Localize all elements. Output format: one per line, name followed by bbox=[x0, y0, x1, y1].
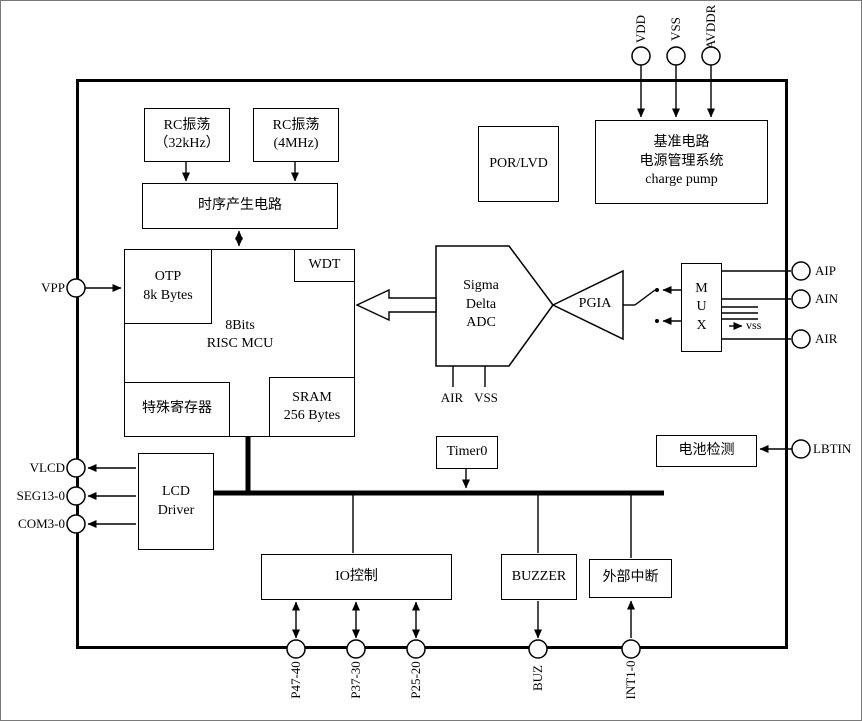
timer0-block: Timer0 bbox=[436, 436, 498, 469]
rc-osc-4m-line1: RC振荡 bbox=[272, 117, 320, 133]
otp-line2: 8k Bytes bbox=[143, 287, 193, 303]
pin-seg13-0 bbox=[66, 486, 86, 506]
avddr-pin-label: AVDDR bbox=[703, 4, 718, 50]
sram-block: SRAM 256 Bytes bbox=[269, 377, 355, 437]
aip-pin-label: AIP bbox=[815, 263, 836, 278]
lcd-driver-line2: Driver bbox=[157, 502, 195, 518]
lcd-driver-line1: LCD bbox=[162, 484, 190, 500]
rc-osc-32k-line2: （32kHz） bbox=[154, 136, 220, 151]
adc-shape bbox=[435, 245, 554, 367]
pin-vlcd bbox=[66, 458, 86, 478]
buzzer-block: BUZZER bbox=[501, 554, 577, 600]
lcd-driver-block: LCD Driver bbox=[138, 453, 214, 550]
pin-avddr bbox=[701, 46, 721, 66]
pin-ain bbox=[791, 289, 811, 309]
power-mgmt-line1: 基准电路 bbox=[653, 135, 710, 151]
power-mgmt-block: 基准电路 电源管理系统 charge pump bbox=[595, 120, 768, 204]
adc-vss-label: VSS bbox=[474, 390, 498, 405]
seg13-0-pin-label: SEG13-0 bbox=[16, 488, 65, 503]
rc-osc-4m-block: RC振荡 (4MHz) bbox=[253, 108, 339, 162]
chip-boundary bbox=[76, 79, 788, 649]
otp-block: OTP 8k Bytes bbox=[124, 249, 212, 324]
risc-mcu-line2: RISC MCU bbox=[206, 336, 274, 351]
p25-20-pin-label: P25-20 bbox=[408, 661, 423, 699]
pin-int1-0 bbox=[621, 639, 641, 659]
pgia-shape bbox=[551, 269, 624, 341]
por-lvd-block: POR/LVD bbox=[478, 126, 559, 202]
rc-osc-32k-line1: RC振荡 bbox=[163, 117, 211, 133]
ain-pin-label: AIN bbox=[815, 291, 839, 306]
pin-vpp bbox=[66, 278, 86, 298]
wdt-block: WDT bbox=[294, 249, 355, 282]
pin-p25-20 bbox=[406, 639, 426, 659]
pin-com3-0 bbox=[66, 514, 86, 534]
battery-detect-block: 电池检测 bbox=[656, 435, 757, 467]
otp-line1: OTP bbox=[154, 269, 182, 285]
pin-buz bbox=[528, 639, 548, 659]
mux-letter-x: X bbox=[696, 317, 707, 333]
sram-line1: SRAM bbox=[292, 389, 332, 405]
vlcd-pin-label: VLCD bbox=[29, 460, 65, 475]
pin-lbtin bbox=[791, 439, 811, 459]
mux-vss-label: vss bbox=[746, 318, 762, 332]
int1-0-pin-label: INT1-0 bbox=[623, 660, 638, 700]
adc-line1: Sigma bbox=[463, 278, 499, 294]
mux-letter-m: M bbox=[695, 280, 708, 296]
lbtin-pin-label: LBTIN bbox=[813, 441, 852, 456]
vdd-pin-label: VDD bbox=[633, 14, 648, 44]
pin-aip bbox=[791, 261, 811, 281]
mux-block: M U X bbox=[681, 263, 722, 352]
mux-letter-u: U bbox=[696, 299, 707, 315]
ext-interrupt-block: 外部中断 bbox=[589, 559, 672, 598]
adc-label: Sigma Delta ADC bbox=[439, 257, 523, 353]
vss-pin-label: VSS bbox=[668, 17, 683, 41]
pgia-label: PGIA bbox=[578, 295, 612, 311]
io-control-block: IO控制 bbox=[261, 554, 452, 600]
pin-p37-30 bbox=[346, 639, 366, 659]
switch-contact-bottom bbox=[655, 319, 659, 323]
risc-mcu-label: 8Bits RISC MCU bbox=[159, 311, 321, 359]
switch-contact-top bbox=[655, 288, 659, 292]
adc-air-label: AIR bbox=[440, 390, 464, 405]
adc-line2: Delta bbox=[465, 296, 497, 312]
rc-osc-32k-block: RC振荡 （32kHz） bbox=[144, 108, 230, 162]
vpp-pin-label: VPP bbox=[41, 280, 65, 295]
buz-pin-label: BUZ bbox=[530, 665, 545, 691]
p37-30-pin-label: P37-30 bbox=[348, 661, 363, 699]
wire-lines bbox=[85, 65, 792, 639]
sram-line2: 256 Bytes bbox=[283, 408, 341, 423]
pin-circles bbox=[66, 46, 811, 659]
pin-vss bbox=[666, 46, 686, 66]
pin-air bbox=[791, 329, 811, 349]
power-mgmt-line2: 电源管理系统 bbox=[639, 153, 724, 169]
adc-to-mcu-arrow bbox=[355, 288, 437, 322]
pin-p47-40 bbox=[286, 639, 306, 659]
rc-osc-4m-line2: (4MHz) bbox=[273, 136, 319, 151]
timing-generator-block: 时序产生电路 bbox=[142, 183, 338, 229]
air-pin-label: AIR bbox=[815, 331, 838, 346]
pin-vdd bbox=[631, 46, 651, 66]
risc-mcu-line1: 8Bits bbox=[225, 317, 255, 333]
power-mgmt-line3: charge pump bbox=[645, 172, 718, 188]
special-register-block: 特殊寄存器 bbox=[124, 382, 230, 437]
p47-40-pin-label: P47-40 bbox=[288, 661, 303, 699]
com3-0-pin-label: COM3-0 bbox=[18, 516, 65, 531]
adc-line3: ADC bbox=[466, 315, 496, 331]
